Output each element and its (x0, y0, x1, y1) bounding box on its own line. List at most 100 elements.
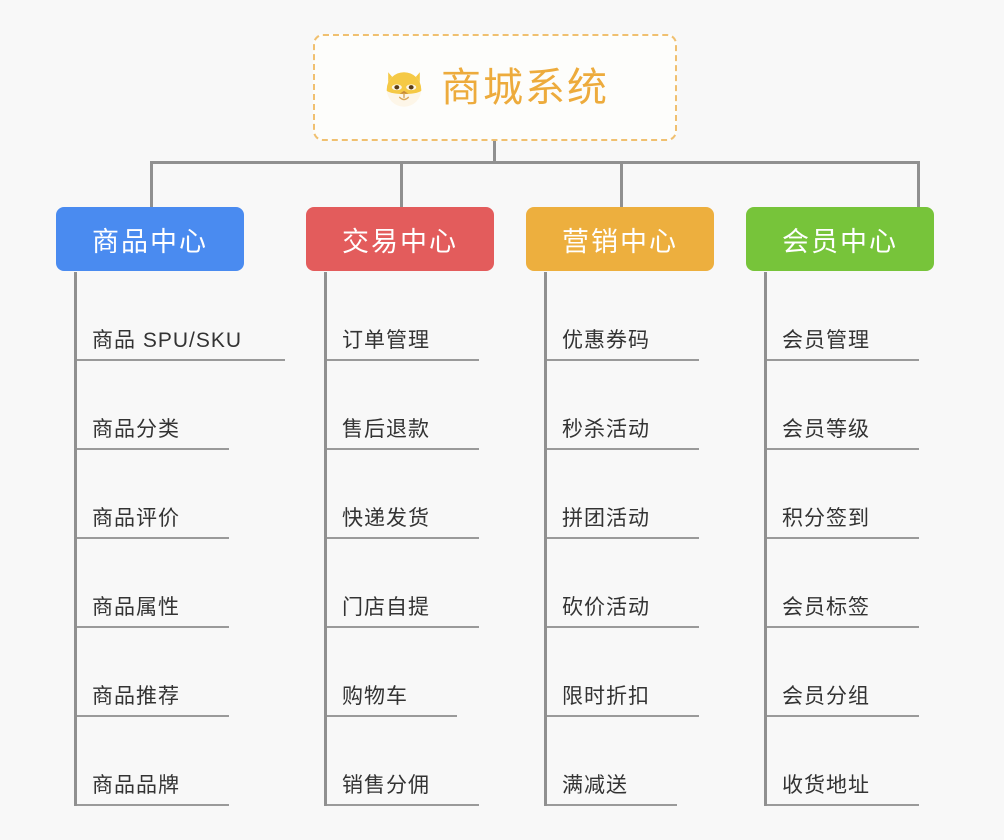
leaf-item[interactable]: 秒杀活动 (544, 361, 714, 450)
leaf-item[interactable]: 优惠券码 (544, 272, 714, 361)
leaf-label: 快递发货 (342, 507, 430, 530)
leaf-item[interactable]: 商品评价 (74, 450, 244, 539)
leaf-underline (767, 804, 919, 806)
branch-member-center: 会员中心 会员管理 会员等级 积分签到 会员标签 会员分组 (746, 207, 934, 806)
leaf-label: 商品评价 (92, 507, 180, 530)
leaf-label: 销售分佣 (342, 774, 430, 797)
branch-items-trade-center: 订单管理 售后退款 快递发货 门店自提 购物车 销售分佣 (306, 272, 494, 806)
connector-horizontal-bus (150, 161, 920, 164)
leaf-underline (77, 715, 229, 717)
leaf-label: 积分签到 (782, 507, 870, 530)
leaf-underline (77, 448, 229, 450)
leaf-label: 商品分类 (92, 418, 180, 441)
leaf-item[interactable]: 门店自提 (324, 539, 494, 628)
leaf-item[interactable]: 会员等级 (764, 361, 934, 450)
leaf-underline (327, 448, 479, 450)
leaf-item[interactable]: 商品 SPU/SKU (74, 272, 285, 361)
leaf-underline (327, 804, 479, 806)
leaf-underline (767, 626, 919, 628)
leaf-label: 满减送 (562, 774, 628, 797)
leaf-label: 会员等级 (782, 418, 870, 441)
branch-items-marketing-center: 优惠券码 秒杀活动 拼团活动 砍价活动 限时折扣 满减送 (526, 272, 714, 806)
leaf-label: 砍价活动 (562, 596, 650, 619)
branch-header-member-center[interactable]: 会员中心 (746, 207, 934, 271)
leaf-item[interactable]: 限时折扣 (544, 628, 714, 717)
leaf-label: 商品品牌 (92, 774, 180, 797)
leaf-underline (77, 804, 229, 806)
leaf-item[interactable]: 快递发货 (324, 450, 494, 539)
leaf-underline (547, 626, 699, 628)
branch-header-product-center[interactable]: 商品中心 (56, 207, 244, 271)
branch-header-marketing-center[interactable]: 营销中心 (526, 207, 714, 271)
leaf-item[interactable]: 商品品牌 (74, 717, 244, 806)
leaf-item[interactable]: 会员管理 (764, 272, 934, 361)
root-title: 商城系统 (441, 65, 609, 110)
branch-spine (74, 272, 77, 806)
leaf-underline (547, 804, 677, 806)
leaf-label: 会员标签 (782, 596, 870, 619)
leaf-label: 商品推荐 (92, 685, 180, 708)
leaf-underline (547, 359, 699, 361)
leaf-item[interactable]: 商品分类 (74, 361, 244, 450)
branch-label: 商品中心 (92, 226, 208, 257)
leaf-underline (767, 537, 919, 539)
leaf-label: 会员分组 (782, 685, 870, 708)
leaf-item[interactable]: 会员分组 (764, 628, 934, 717)
leaf-underline (77, 626, 229, 628)
leaf-label: 售后退款 (342, 418, 430, 441)
leaf-label: 优惠券码 (562, 329, 650, 352)
leaf-label: 拼团活动 (562, 507, 650, 530)
leaf-item[interactable]: 满减送 (544, 717, 714, 806)
leaf-label: 会员管理 (782, 329, 870, 352)
leaf-underline (767, 359, 919, 361)
leaf-underline (767, 715, 919, 717)
leaf-label: 商品属性 (92, 596, 180, 619)
leaf-item[interactable]: 收货地址 (764, 717, 934, 806)
leaf-item[interactable]: 销售分佣 (324, 717, 494, 806)
leaf-label: 秒杀活动 (562, 418, 650, 441)
leaf-label: 购物车 (342, 685, 408, 708)
branch-spine (764, 272, 767, 806)
branch-header-trade-center[interactable]: 交易中心 (306, 207, 494, 271)
root-node[interactable]: 商城系统 (313, 34, 677, 141)
leaf-item[interactable]: 订单管理 (324, 272, 494, 361)
branch-spine (544, 272, 547, 806)
branch-spine (324, 272, 327, 806)
leaf-underline (767, 448, 919, 450)
leaf-label: 收货地址 (782, 774, 870, 797)
leaf-underline (327, 626, 479, 628)
leaf-underline (327, 537, 479, 539)
branch-product-center: 商品中心 商品 SPU/SKU 商品分类 商品评价 商品属性 商品推荐 (56, 207, 285, 806)
connector-drop-marketing-center (620, 161, 623, 207)
leaf-item[interactable]: 拼团活动 (544, 450, 714, 539)
branch-label: 交易中心 (342, 226, 458, 257)
leaf-underline (327, 715, 457, 717)
leaf-item[interactable]: 购物车 (324, 628, 494, 717)
leaf-item[interactable]: 售后退款 (324, 361, 494, 450)
branch-items-product-center: 商品 SPU/SKU 商品分类 商品评价 商品属性 商品推荐 商品品牌 (56, 272, 285, 806)
connector-root-stem (493, 141, 496, 163)
leaf-label: 门店自提 (342, 596, 430, 619)
leaf-item[interactable]: 积分签到 (764, 450, 934, 539)
leaf-underline (77, 359, 285, 361)
leaf-item[interactable]: 砍价活动 (544, 539, 714, 628)
dog-face-icon (386, 71, 422, 107)
leaf-underline (547, 537, 699, 539)
connector-drop-product-center (150, 161, 153, 207)
leaf-label: 限时折扣 (562, 685, 650, 708)
branch-trade-center: 交易中心 订单管理 售后退款 快递发货 门店自提 购物车 (306, 207, 494, 806)
leaf-label: 商品 SPU/SKU (92, 329, 243, 352)
leaf-item[interactable]: 商品属性 (74, 539, 244, 628)
connector-drop-member-center (917, 161, 920, 207)
leaf-item[interactable]: 会员标签 (764, 539, 934, 628)
branch-label: 营销中心 (562, 226, 678, 257)
branch-marketing-center: 营销中心 优惠券码 秒杀活动 拼团活动 砍价活动 限时折扣 (526, 207, 714, 806)
leaf-underline (77, 537, 229, 539)
leaf-item[interactable]: 商品推荐 (74, 628, 244, 717)
leaf-underline (547, 448, 699, 450)
branch-items-member-center: 会员管理 会员等级 积分签到 会员标签 会员分组 收货地址 (746, 272, 934, 806)
leaf-underline (547, 715, 699, 717)
leaf-label: 订单管理 (342, 329, 430, 352)
leaf-underline (327, 359, 479, 361)
